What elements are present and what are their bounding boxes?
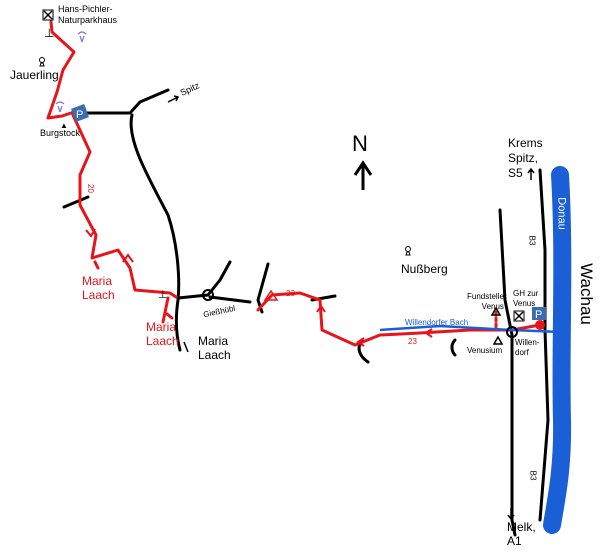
svg-text:P: P xyxy=(76,109,83,121)
willendorf-junction xyxy=(506,326,518,338)
wayside-cross-icon: ⊥ xyxy=(44,26,54,40)
jauerling-label: Jauerling xyxy=(10,68,59,82)
antenna-icon xyxy=(55,31,87,113)
maria-laach-red-label-2: Maria Laach xyxy=(146,320,179,348)
nussberg-label: Nußberg xyxy=(401,262,448,276)
wachau-label: Wachau xyxy=(576,263,596,325)
donau-label: Donau xyxy=(555,197,568,230)
maria-laach-label: Maria Laach xyxy=(198,334,231,362)
north-label: N xyxy=(352,131,368,156)
hiking-route xyxy=(46,20,542,347)
maria-laach-red-label-1: Maria Laach xyxy=(82,274,115,302)
north-arrow-icon xyxy=(353,160,373,190)
roads xyxy=(62,88,550,537)
burgstock-icon: ▲ xyxy=(60,121,68,130)
giesshuebl-junction xyxy=(202,289,214,301)
route-20-label: 20 xyxy=(85,184,95,193)
direction-arrows xyxy=(167,95,535,521)
site-triangle-icon xyxy=(263,289,504,345)
road-east xyxy=(208,295,252,304)
route-23-label-2: 23 xyxy=(408,337,417,346)
willendorfer-bach-label: Willendorfer Bach xyxy=(405,318,469,327)
venusium-label: Venusium xyxy=(467,346,503,355)
hut-icon xyxy=(42,9,54,21)
willendorf-label: Willen- dorf xyxy=(515,338,540,357)
gh-venus-label: GH zur Venus xyxy=(513,289,539,308)
route-direction-arrows xyxy=(85,228,433,347)
gh-venus-icon xyxy=(513,310,525,322)
route-23-label-1: 23 xyxy=(286,289,295,298)
road-vertical-west xyxy=(498,208,517,537)
danube-river xyxy=(543,166,572,534)
road-giesshuebl xyxy=(176,260,232,300)
willendorfer-bach xyxy=(379,324,561,334)
parking-icon: P P xyxy=(71,104,546,321)
melk-label: Melk, A1 xyxy=(507,520,536,548)
krems-label: Krems Spitz, S5 xyxy=(508,136,543,180)
trail-end-marker xyxy=(535,320,545,330)
b3-label-2: B3 xyxy=(528,470,538,481)
road-b3 xyxy=(538,168,550,522)
svg-text:P: P xyxy=(535,309,542,321)
burgstock-label: Burgstock xyxy=(40,128,81,138)
fundstelle-label: Fundstelle Venus xyxy=(467,292,504,311)
church-cross-icon: ⊥ xyxy=(158,288,168,301)
b3-label-1: B3 xyxy=(527,235,537,246)
road-maria-laach xyxy=(129,113,182,352)
hut-label: Hans-Pichler- Naturparkhaus xyxy=(58,4,118,25)
road-spitz xyxy=(83,88,170,115)
lookout-tower-icon xyxy=(39,57,411,256)
